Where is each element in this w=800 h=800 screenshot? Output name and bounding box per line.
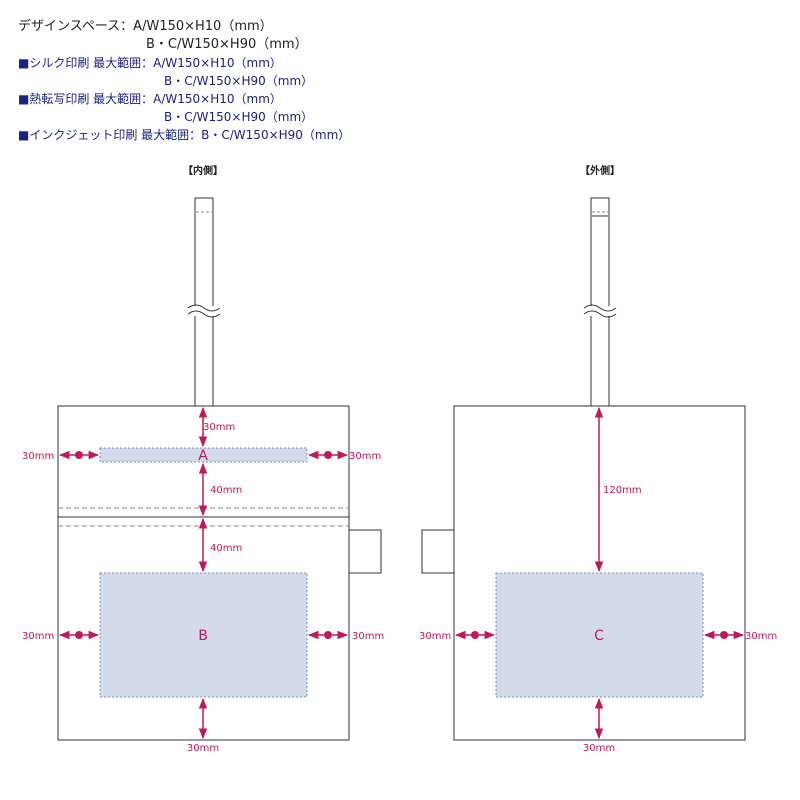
silk-print-line-2: B・C/W150×H90（mm） xyxy=(164,74,314,88)
design-space-line: デザインスペース：A/W150×H10（mm） xyxy=(18,19,273,34)
inner-dim-bottom: 30mm xyxy=(187,743,219,754)
print-area-b xyxy=(99,572,308,698)
inner-dim-dots xyxy=(75,451,332,639)
inner-dim-right-a: 30mm xyxy=(349,451,381,462)
inner-dim-mid-1: 40mm xyxy=(210,485,242,496)
print-area-a xyxy=(99,447,308,463)
thermal-print-line-2: B・C/W150×H90（mm） xyxy=(164,110,314,124)
print-area-b-label: B xyxy=(198,628,208,644)
inner-dim-left-a: 30mm xyxy=(22,451,54,462)
inner-side-tab xyxy=(348,529,382,574)
spec-block: デザインスペース：A/W150×H10（mm） B・C/W150×H90（mm）… xyxy=(18,18,350,144)
design-space-line-2: B・C/W150×H90（mm） xyxy=(146,37,308,52)
print-area-c-label: C xyxy=(594,628,604,644)
outer-dim-dots xyxy=(471,631,728,639)
silk-print-line: ■シルク印刷 最大範囲：A/W150×H10（mm） xyxy=(18,56,282,70)
outer-dim-left: 30mm xyxy=(419,631,451,642)
print-area-a-label: A xyxy=(198,448,208,464)
outer-title: 【外側】 xyxy=(580,164,620,177)
inner-dim-left-b: 30mm xyxy=(22,631,54,642)
inner-strap xyxy=(187,197,221,407)
inkjet-print-line: ■インクジェット印刷 最大範囲：B・C/W150×H90（mm） xyxy=(18,128,351,142)
inner-dim-top: 30mm xyxy=(203,422,235,433)
inner-dim-right-b: 30mm xyxy=(352,631,384,642)
outer-side-tab xyxy=(421,529,455,574)
outer-strap xyxy=(583,197,617,407)
outer-dim-top: 120mm xyxy=(603,485,642,496)
outer-dim-bottom: 30mm xyxy=(583,743,615,754)
thermal-print-line: ■熱転写印刷 最大範囲：A/W150×H10（mm） xyxy=(18,92,282,106)
outer-dim-right: 30mm xyxy=(745,631,777,642)
inner-title: 【内側】 xyxy=(183,164,223,177)
print-area-c xyxy=(495,572,704,698)
inner-dim-mid-2: 40mm xyxy=(210,543,242,554)
